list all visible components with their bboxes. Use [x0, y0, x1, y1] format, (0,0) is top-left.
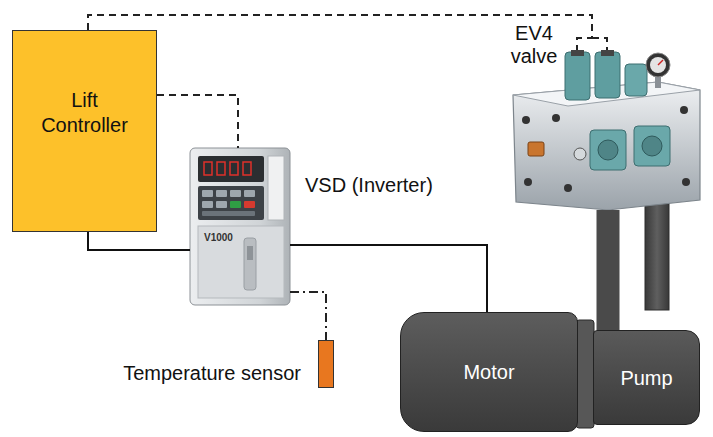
display-digit	[243, 162, 251, 175]
adjust-screw	[528, 142, 544, 156]
bolt	[564, 184, 572, 192]
solenoid-plug	[571, 50, 584, 56]
keypad-strip	[202, 211, 255, 216]
bolt	[680, 106, 688, 114]
port-plug	[574, 148, 586, 160]
part-label: EV4 valve	[506, 22, 562, 68]
valve-cartridge	[634, 126, 670, 166]
power-line	[88, 232, 190, 250]
bolt	[522, 116, 530, 124]
box-label: Pump	[620, 366, 672, 390]
cartridge-cap	[598, 140, 618, 160]
valve-picture	[513, 50, 700, 210]
keypad-button	[230, 190, 241, 197]
sensor-node: Temperature sensor	[318, 340, 334, 388]
motor-body: Motor	[400, 312, 578, 432]
display-digit	[217, 162, 225, 175]
stop-button	[244, 201, 255, 208]
keypad-button	[202, 201, 213, 208]
model-label: V1000	[204, 232, 233, 244]
cover-latch	[247, 246, 253, 260]
signal-line	[157, 95, 238, 148]
valve-cartridge	[590, 130, 626, 170]
controller-box: Lift Controller	[12, 30, 157, 232]
power-line	[290, 245, 487, 312]
hydraulic-pipe	[597, 210, 620, 330]
valve-body	[513, 82, 700, 210]
keypad-button	[244, 190, 255, 197]
display-digit	[230, 162, 238, 175]
box-label: Motor	[463, 360, 514, 384]
inverter-display	[198, 156, 264, 182]
pump-body: Pump	[593, 330, 700, 425]
box-label: Lift Controller	[30, 88, 140, 138]
part-label: Temperature sensor	[123, 361, 301, 385]
sensor-line	[290, 292, 326, 340]
gauge-stem	[655, 76, 661, 88]
bolt	[524, 178, 532, 186]
cartridge-cap	[642, 136, 662, 156]
valve-node: EV4 valve	[508, 50, 703, 210]
part-label: VSD (Inverter)	[305, 173, 433, 197]
inverter-keypad	[198, 186, 264, 220]
pressure-gauge	[646, 53, 670, 77]
cover-slot	[244, 238, 256, 290]
return-pipe	[645, 203, 669, 310]
gauge-face	[650, 57, 666, 73]
front-cover	[198, 226, 284, 298]
display-digit	[204, 162, 212, 175]
gauge-needle	[658, 60, 663, 65]
inverter-node: VSD (Inverter)V1000	[190, 148, 290, 305]
run-button	[230, 201, 241, 208]
coupling-flange	[576, 320, 594, 428]
solenoid-coil	[595, 52, 620, 98]
keypad-button	[202, 190, 213, 197]
keypad-button	[216, 201, 227, 208]
side-panel	[268, 156, 284, 220]
signal-fork	[592, 38, 607, 50]
inverter-housing	[190, 148, 290, 305]
keypad-button	[216, 190, 227, 197]
inverter-picture	[190, 148, 290, 305]
solenoid-coil	[625, 64, 647, 96]
solenoid-plug	[601, 50, 614, 56]
solenoid-coil	[565, 52, 590, 100]
bolt	[682, 178, 690, 186]
bolt	[552, 114, 560, 122]
